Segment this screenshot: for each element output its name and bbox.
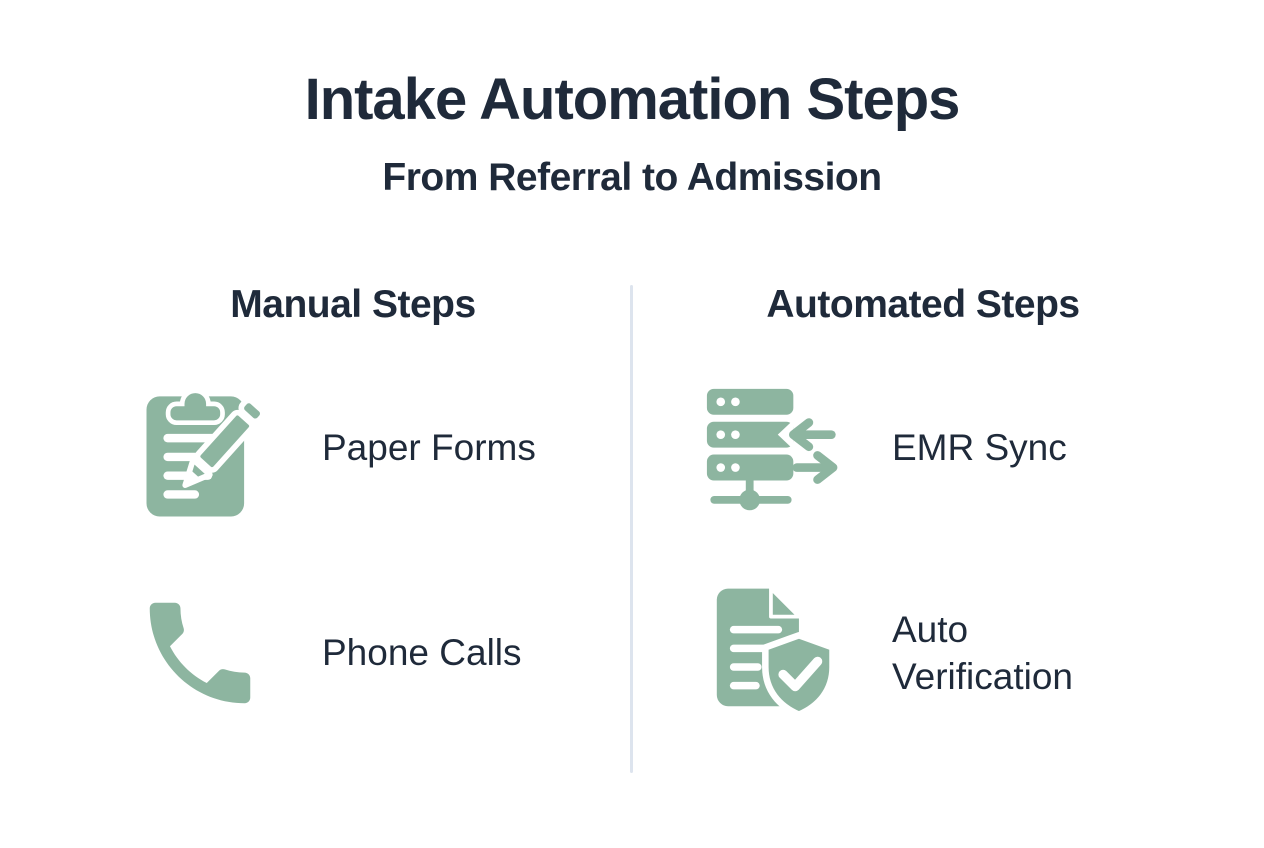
list-item-auto-verification: Auto Verification [700,578,1158,728]
list-item-phone-calls: Phone Calls [130,578,588,728]
step-label: Paper Forms [322,427,536,469]
column-divider [630,285,633,773]
document-shield-check-icon [700,578,840,728]
phone-icon [130,578,270,728]
server-sync-icon [700,373,840,523]
column-header-manual: Manual Steps [230,283,476,326]
page-subtitle: From Referral to Admission [382,156,882,199]
column-header-automated: Automated Steps [766,283,1080,326]
list-item-paper-forms: Paper Forms [130,373,588,523]
step-label: Phone Calls [322,632,522,674]
automated-steps-column: Automated Steps [688,283,1158,728]
manual-steps-list: Paper Forms Phone Calls [118,373,588,728]
clipboard-pen-icon [130,373,270,523]
list-item-emr-sync: EMR Sync [700,373,1158,523]
page-title: Intake Automation Steps [304,67,961,132]
manual-steps-column: Manual Steps [118,283,588,728]
automated-steps-list: EMR Sync [688,373,1158,728]
step-label: Auto Verification [892,608,1073,697]
step-label: EMR Sync [892,427,1067,469]
